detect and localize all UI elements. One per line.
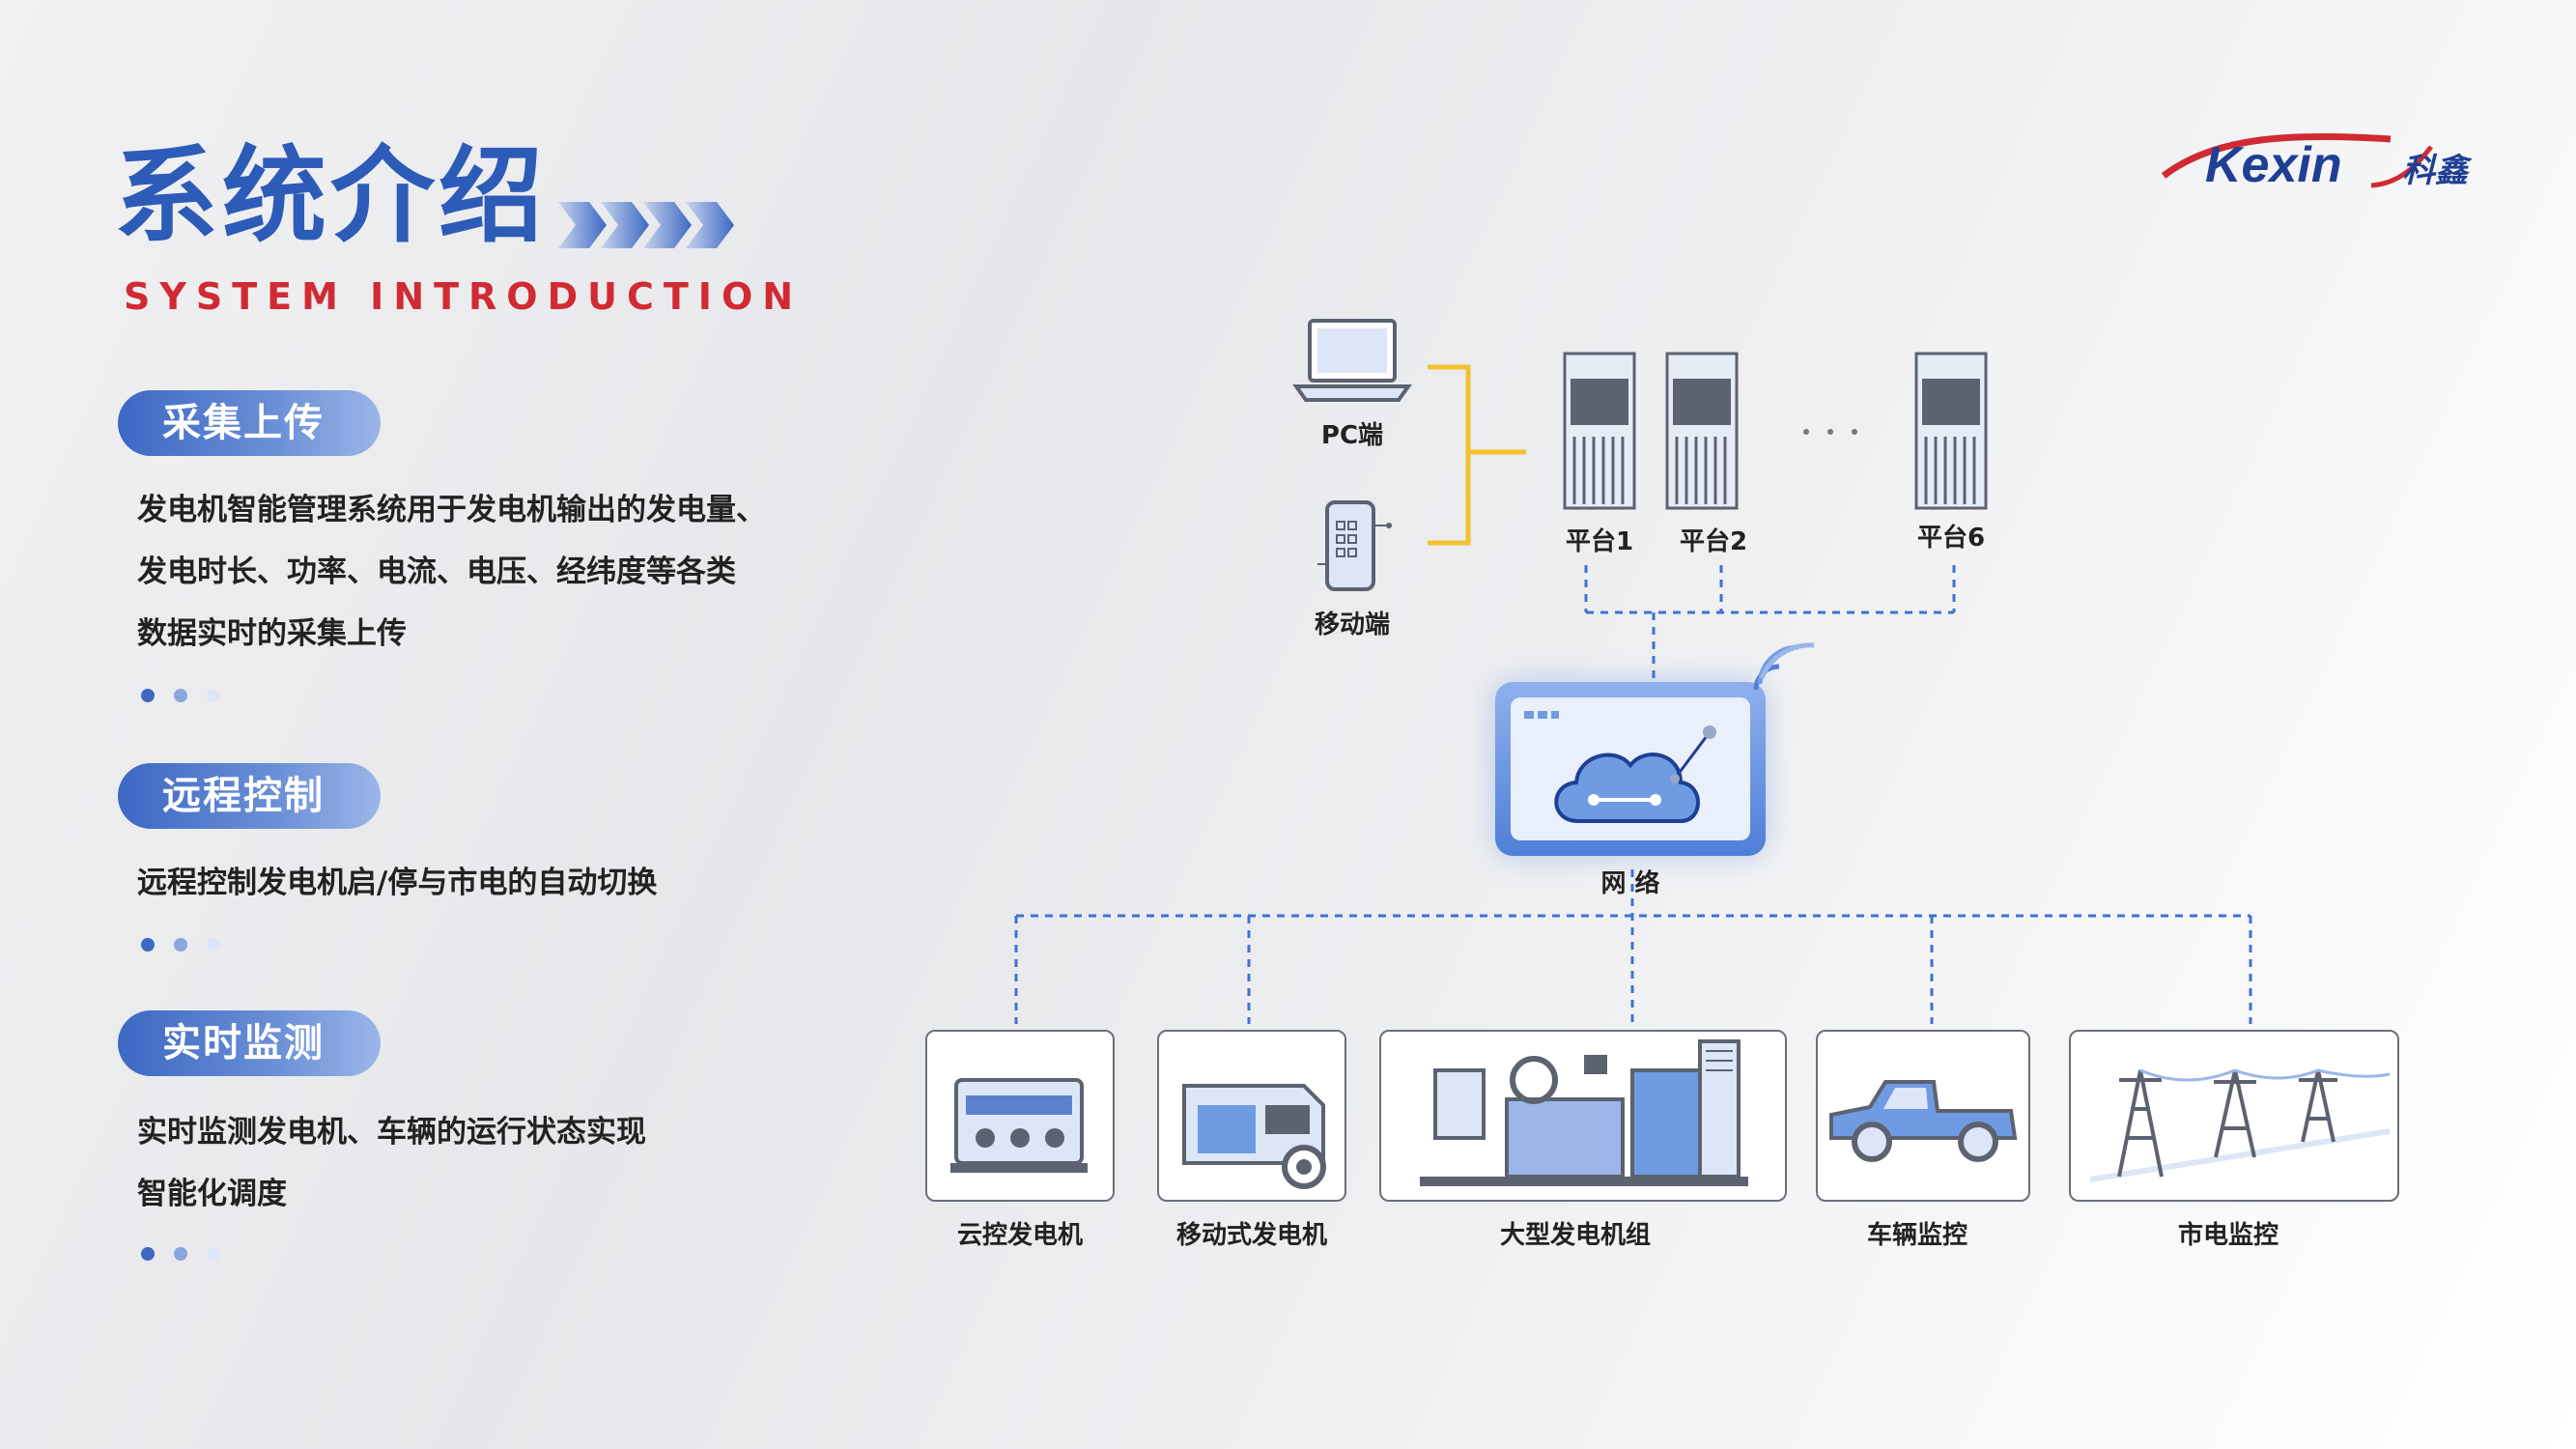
section-text-monitor: 实时监测发电机、车辆的运行状态实现 智能化调度 xyxy=(137,1101,871,1225)
cloud-icon xyxy=(1524,711,1716,823)
server-6-label: 平台6 xyxy=(1916,524,1986,553)
pill-remote-control: 远程控制 xyxy=(118,763,381,829)
server-icon xyxy=(1665,352,1739,510)
device-grid-monitor xyxy=(2069,1030,2399,1202)
dots-decoration xyxy=(141,1246,240,1264)
device-label: 市电监控 xyxy=(2177,1221,2279,1250)
server-icon xyxy=(1563,352,1636,510)
server-2 xyxy=(1663,350,1741,518)
text-line: 智能化调度 xyxy=(137,1177,287,1211)
mobile-phone-icon xyxy=(1317,500,1392,591)
network-cloud-panel xyxy=(1495,682,1766,856)
pickup-truck-icon xyxy=(1829,1080,2018,1162)
pill-realtime-monitor: 实时监测 xyxy=(118,1010,381,1076)
device-portable-generator xyxy=(1157,1030,1346,1202)
device-cloud-generator xyxy=(925,1030,1115,1202)
text-line: 发电机智能管理系统用于发电机输出的发电量、 xyxy=(137,493,766,527)
brand-name: Kexin xyxy=(2205,137,2342,193)
device-label: 车辆监控 xyxy=(1866,1221,1967,1250)
server-6 xyxy=(1912,350,1990,518)
portable-generator-icon xyxy=(1182,1084,1326,1189)
generator-set-icon xyxy=(1420,1039,1748,1186)
device-vehicle-monitor xyxy=(1816,1030,2030,1202)
section-text-remote: 远程控制发电机启/停与市电的自动切换 xyxy=(137,852,871,914)
section-text-collect: 发电机智能管理系统用于发电机输出的发电量、 发电时长、功率、电流、电压、经纬度等… xyxy=(137,479,871,665)
dots-decoration xyxy=(141,937,240,955)
text-line: 发电时长、功率、电流、电压、经纬度等各类 xyxy=(137,554,736,589)
power-tower-icon xyxy=(2090,1068,2391,1182)
server-1-label: 平台1 xyxy=(1565,527,1634,556)
device-large-generator-set xyxy=(1379,1030,1787,1202)
laptop-icon xyxy=(1292,319,1412,402)
page-subtitle: SYSTEM INTRODUCTION xyxy=(124,275,804,318)
device-label: 大型发电机组 xyxy=(1499,1221,1651,1250)
text-line: 远程控制发电机启/停与市电的自动切换 xyxy=(137,866,658,900)
brand-logo: Kexin 科鑫 xyxy=(2159,126,2477,207)
arrow-decoration-icon xyxy=(558,202,734,248)
generator-icon xyxy=(950,1078,1088,1173)
server-2-label: 平台2 xyxy=(1679,527,1748,556)
server-icon xyxy=(1914,352,1988,510)
text-line: 实时监测发电机、车辆的运行状态实现 xyxy=(137,1115,646,1150)
mobile-label: 移动端 xyxy=(1314,611,1390,639)
device-label: 云控发电机 xyxy=(956,1221,1083,1250)
text-line: 数据实时的采集上传 xyxy=(137,616,407,651)
wifi-signal-icon xyxy=(1753,642,1815,691)
device-label: 移动式发电机 xyxy=(1175,1221,1327,1250)
pc-label: PC端 xyxy=(1320,421,1384,450)
server-1 xyxy=(1561,350,1638,518)
pill-collect-upload: 采集上传 xyxy=(118,390,381,456)
network-label: 网 络 xyxy=(1600,869,1660,898)
brand-name-cn: 科鑫 xyxy=(2402,152,2473,190)
page-title: 系统介绍 xyxy=(114,136,548,257)
dots-decoration xyxy=(141,688,240,706)
